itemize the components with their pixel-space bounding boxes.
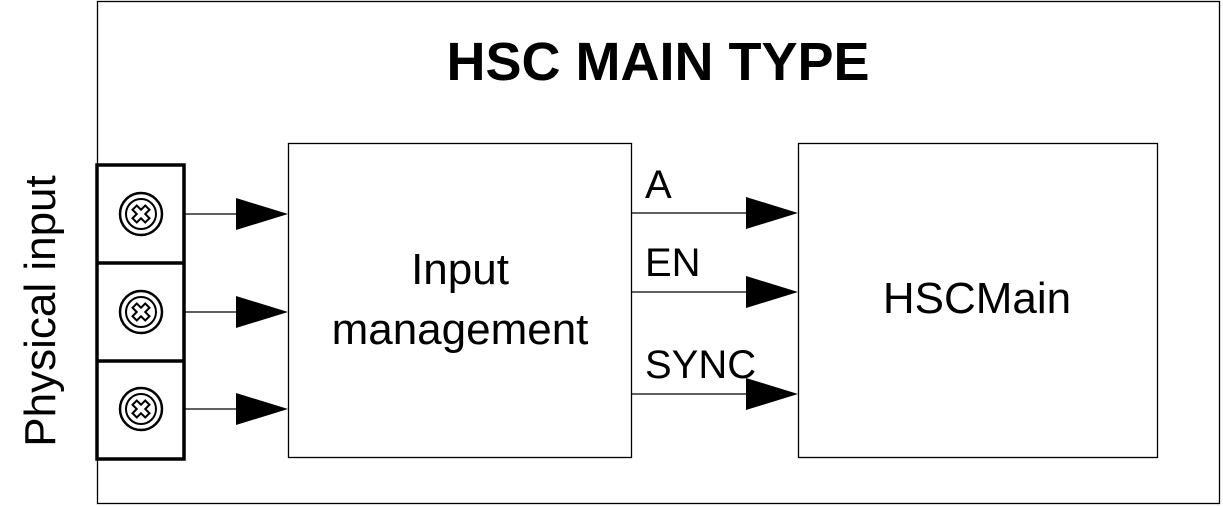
arrowhead <box>746 197 798 229</box>
hsc-main-label: HSCMain <box>883 274 1071 323</box>
signal-en: EN <box>631 241 798 308</box>
hsc-main-box <box>797 142 1159 459</box>
screw-terminal-icon <box>118 289 164 335</box>
signal-label-en: EN <box>645 241 701 285</box>
signal-label-a: A <box>645 163 672 207</box>
arrowhead <box>746 276 798 308</box>
signal-label-sync: SYNC <box>645 343 756 387</box>
screw-terminal-icon <box>118 191 164 237</box>
hsc-main-block: HSCMain <box>797 142 1159 459</box>
diagram-title: HSC MAIN TYPE <box>446 32 869 92</box>
input-management-label-line2: management <box>332 305 589 354</box>
input-management-block: Input management <box>287 142 633 459</box>
signal-sync: SYNC <box>631 343 798 410</box>
signal-a: A <box>631 163 798 229</box>
terminal-arrows <box>184 198 288 425</box>
physical-input-label: Physical input <box>16 175 65 446</box>
input-management-label-line1: Input <box>411 245 509 294</box>
arrowhead <box>746 378 798 410</box>
terminal-strip <box>95 163 186 461</box>
input-management-box <box>287 142 633 459</box>
screw-terminal-icon <box>118 386 164 432</box>
arrowhead <box>236 296 288 328</box>
arrowhead <box>236 393 288 425</box>
arrowhead <box>236 198 288 230</box>
